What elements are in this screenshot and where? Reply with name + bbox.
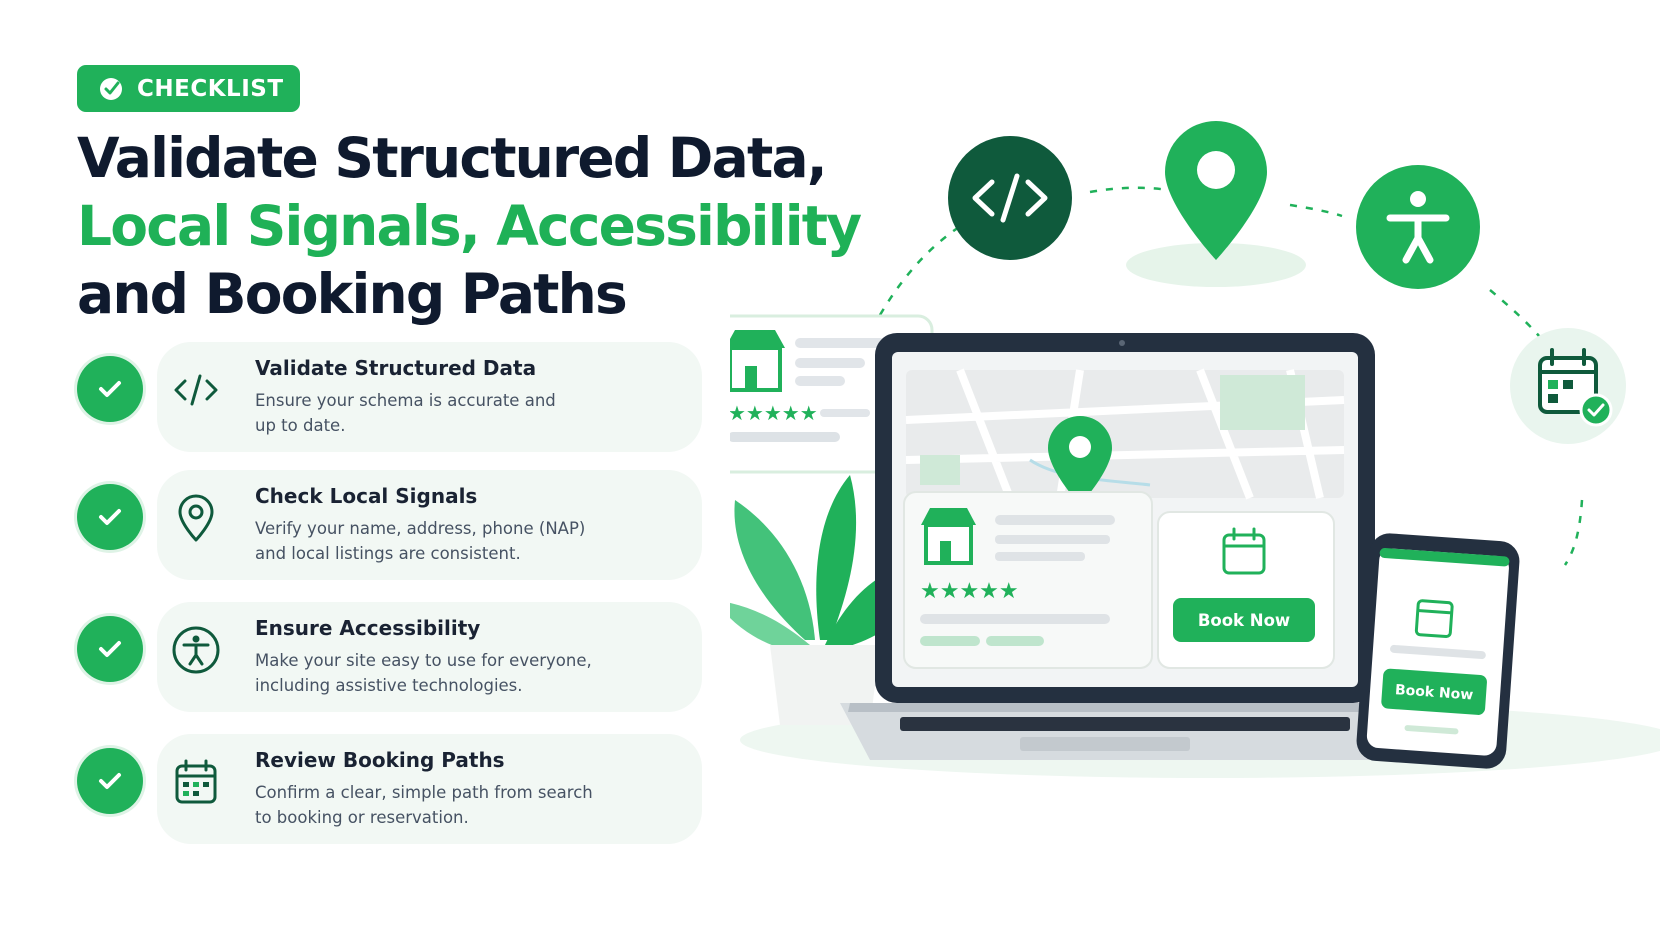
phone-book-now-label: Book Now [1394,682,1473,703]
leaf-check-icon [100,77,122,100]
rating-stars: ★★★★★ [730,401,818,425]
calendar-icon [175,759,217,804]
item-title: Ensure Accessibility [255,616,481,640]
badge-label: CHECKLIST [137,75,284,102]
phone-book-now-button [1381,668,1487,715]
checklist-card [157,734,702,844]
store-icon [921,508,976,565]
page-title: Validate Structured Data, Local Signals,… [77,124,862,328]
checklist-item-accessibility: Ensure Accessibility Make your site easy… [74,602,702,712]
item-title: Validate Structured Data [255,356,537,380]
check-icon [77,484,143,550]
checklist-card [157,342,702,452]
title-line-3: and Booking Paths [77,262,628,326]
laptop-book-now-label: Book Now [1198,611,1290,630]
rating-stars: ★★★★★ [920,579,1019,604]
check-icon [77,356,143,422]
item-title: Check Local Signals [255,484,478,508]
item-description: Confirm a clear, simple path from search… [255,783,593,827]
accessibility-icon [172,626,220,674]
title-line-1: Validate Structured Data, [77,126,828,190]
svg-text:★★★★★: ★★★★★ [730,401,818,425]
checklist-item-local-signals: Check Local Signals Verify your name, ad… [74,470,702,580]
checklist-item-structured-data: Validate Structured Data Ensure your sch… [74,342,702,452]
laptop-book-now-button [1173,598,1315,642]
item-title: Review Booking Paths [255,748,505,772]
item-description: Make your site easy to use for everyone,… [255,651,592,695]
title-line-2: Local Signals, Accessibility [77,194,862,258]
checklist-badge: CHECKLIST [77,65,300,112]
checklist-card [157,602,702,712]
device-illustration: ★★★★★ ★★★★★ Book Now [730,121,1660,778]
check-icon [77,616,143,682]
check-icon [77,748,143,814]
code-icon [174,374,218,406]
item-description: Verify your name, address, phone (NAP) a… [255,519,586,563]
map-pin-icon [178,494,214,542]
item-description: Ensure your schema is accurate and up to… [255,391,556,435]
store-icon [730,330,785,392]
checklist-card [157,470,702,580]
location-pin-icon [1165,121,1267,260]
checklist-item-booking-paths: Review Booking Paths Confirm a clear, si… [74,734,702,844]
